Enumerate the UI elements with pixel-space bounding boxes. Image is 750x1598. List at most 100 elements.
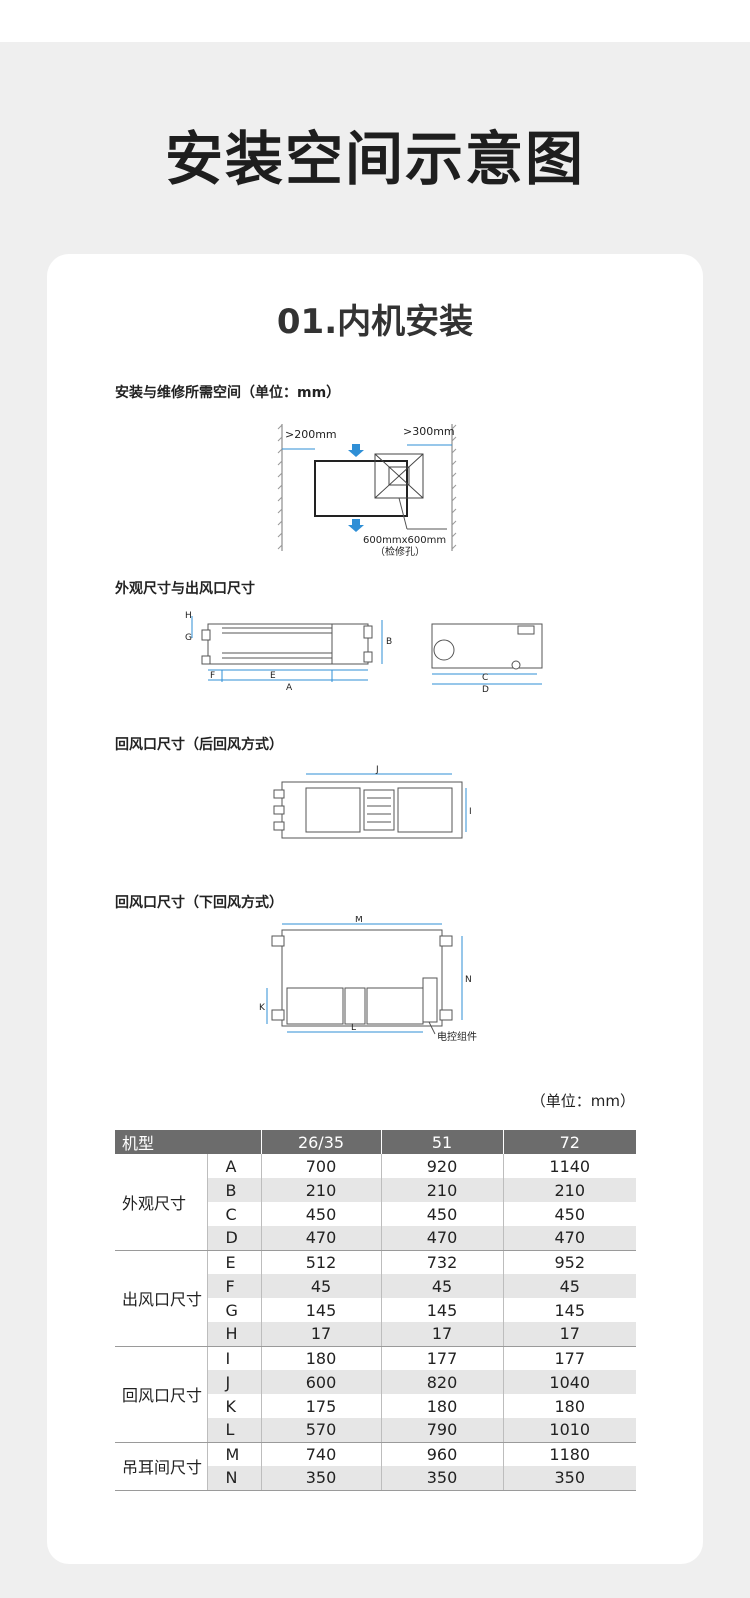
- row-key: C: [206, 1202, 261, 1226]
- dim-k-label: K: [259, 1003, 266, 1013]
- table-header-row: 机型 26/35 51 72: [115, 1130, 636, 1154]
- header-model: 机型: [115, 1130, 261, 1154]
- table-row: 出风口尺寸 E 512 732 952: [115, 1250, 636, 1347]
- row-key: F: [206, 1274, 261, 1298]
- top-bar: [0, 0, 750, 42]
- table-row: J 600 820 1040: [115, 1370, 636, 1394]
- cell: 210: [502, 1178, 636, 1202]
- row-key: I: [206, 1346, 261, 1370]
- dim-e-label: E: [270, 671, 276, 681]
- row-key: L: [206, 1418, 261, 1443]
- cell: 180: [380, 1394, 503, 1418]
- cell: 145: [260, 1298, 381, 1322]
- cell: 350: [502, 1466, 636, 1491]
- row-key: E: [206, 1250, 261, 1274]
- row-key: G: [206, 1298, 261, 1322]
- dim-m-label: M: [355, 916, 363, 925]
- cell: 45: [380, 1274, 503, 1298]
- cell: 177: [502, 1346, 636, 1370]
- label-rear-return: 回风口尺寸（后回风方式）: [115, 737, 283, 753]
- cell: 570: [260, 1418, 381, 1443]
- cell: 350: [260, 1466, 381, 1491]
- dim-d-label: D: [482, 685, 489, 695]
- cell: 17: [260, 1322, 381, 1347]
- hatch-size-label: 600mmx600mm: [363, 535, 446, 546]
- section-title: 01.内机安装: [276, 302, 474, 342]
- cell: 145: [380, 1298, 503, 1322]
- label-service-space: 安装与维修所需空间（单位：mm）: [115, 385, 341, 401]
- cell: 17: [502, 1322, 636, 1347]
- dim-b-label: B: [386, 637, 392, 647]
- spec-table: 机型 26/35 51 72 外观尺寸 A 700 920 1140 B 210…: [115, 1130, 636, 1491]
- cell: 180: [502, 1394, 636, 1418]
- cell: 470: [260, 1226, 381, 1251]
- cell: 820: [380, 1370, 503, 1394]
- row-key: A: [206, 1154, 261, 1178]
- dim-g-label: G: [185, 633, 192, 643]
- cell: 45: [502, 1274, 636, 1298]
- cell: 512: [260, 1250, 381, 1274]
- table-row: D 470 470 470: [115, 1226, 636, 1251]
- cell: 210: [260, 1178, 381, 1202]
- group-label: 回风口尺寸: [115, 1346, 207, 1443]
- table-row: F 45 45 45: [115, 1274, 636, 1298]
- row-key: B: [206, 1178, 261, 1202]
- table-row: 回风口尺寸 I 180 177 177: [115, 1346, 636, 1443]
- cell: 175: [260, 1394, 381, 1418]
- table-row: G 145 145 145: [115, 1298, 636, 1322]
- cell: 450: [380, 1202, 503, 1226]
- header-26-35: 26/35: [260, 1130, 381, 1154]
- page-title: 安装空间示意图: [164, 125, 585, 193]
- dim-i-label: I: [469, 807, 472, 817]
- cell: 470: [380, 1226, 503, 1251]
- table-row: N 350 350 350: [115, 1466, 636, 1491]
- outline-diagram: H G B F E A C D: [185, 611, 543, 695]
- group-label: 出风口尺寸: [115, 1250, 207, 1347]
- cell: 920: [380, 1154, 503, 1178]
- row-key: J: [206, 1370, 261, 1394]
- dim-a-label: A: [286, 683, 293, 693]
- group-label: 外观尺寸: [115, 1154, 207, 1251]
- table-row: H 17 17 17: [115, 1322, 636, 1347]
- label-outline: 外观尺寸与出风口尺寸: [115, 581, 255, 597]
- cell: 1180: [502, 1442, 636, 1466]
- cell: 1140: [502, 1154, 636, 1178]
- hatch-name-label: （检修孔）: [375, 545, 425, 558]
- cell: 470: [502, 1226, 636, 1251]
- table-row: 外观尺寸 A 700 920 1140: [115, 1154, 636, 1251]
- row-key: N: [206, 1466, 261, 1491]
- cell: 960: [380, 1442, 503, 1466]
- table-row: L 570 790 1010: [115, 1418, 636, 1443]
- header-51: 51: [380, 1130, 503, 1154]
- cell: 145: [502, 1298, 636, 1322]
- right-gap-label: >300mm: [403, 425, 455, 438]
- cell: 177: [380, 1346, 503, 1370]
- service-space-diagram: >200mm >300mm 600mmx600mm （检修孔）: [277, 424, 457, 558]
- cell: 700: [260, 1154, 381, 1178]
- cell: 952: [502, 1250, 636, 1274]
- cell: 1010: [502, 1418, 636, 1443]
- cell: 350: [380, 1466, 503, 1491]
- bottom-return-diagram: M N K L 电控组件: [259, 916, 477, 1043]
- cell: 180: [260, 1346, 381, 1370]
- row-key: M: [206, 1442, 261, 1466]
- table-row: C 450 450 450: [115, 1202, 636, 1226]
- cell: 17: [380, 1322, 503, 1347]
- header-72: 72: [502, 1130, 636, 1154]
- table-row: 吊耳间尺寸 M 740 960 1180: [115, 1442, 636, 1491]
- cell: 450: [502, 1202, 636, 1226]
- label-bottom-return: 回风口尺寸（下回风方式）: [115, 895, 283, 911]
- cell: 45: [260, 1274, 381, 1298]
- rear-return-diagram: J I: [273, 765, 472, 839]
- dim-c-label: C: [482, 673, 488, 683]
- table-row: B 210 210 210: [115, 1178, 636, 1202]
- content-card: 01.内机安装 安装与维修所需空间（单位：mm） >200mm >300m: [47, 254, 703, 1564]
- cell: 450: [260, 1202, 381, 1226]
- cell: 790: [380, 1418, 503, 1443]
- control-box-label: 电控组件: [437, 1030, 477, 1043]
- dim-h-label: H: [185, 611, 192, 621]
- cell: 600: [260, 1370, 381, 1394]
- table-row: K 175 180 180: [115, 1394, 636, 1418]
- row-key: D: [206, 1226, 261, 1251]
- unit-note: （单位：mm）: [530, 1092, 635, 1110]
